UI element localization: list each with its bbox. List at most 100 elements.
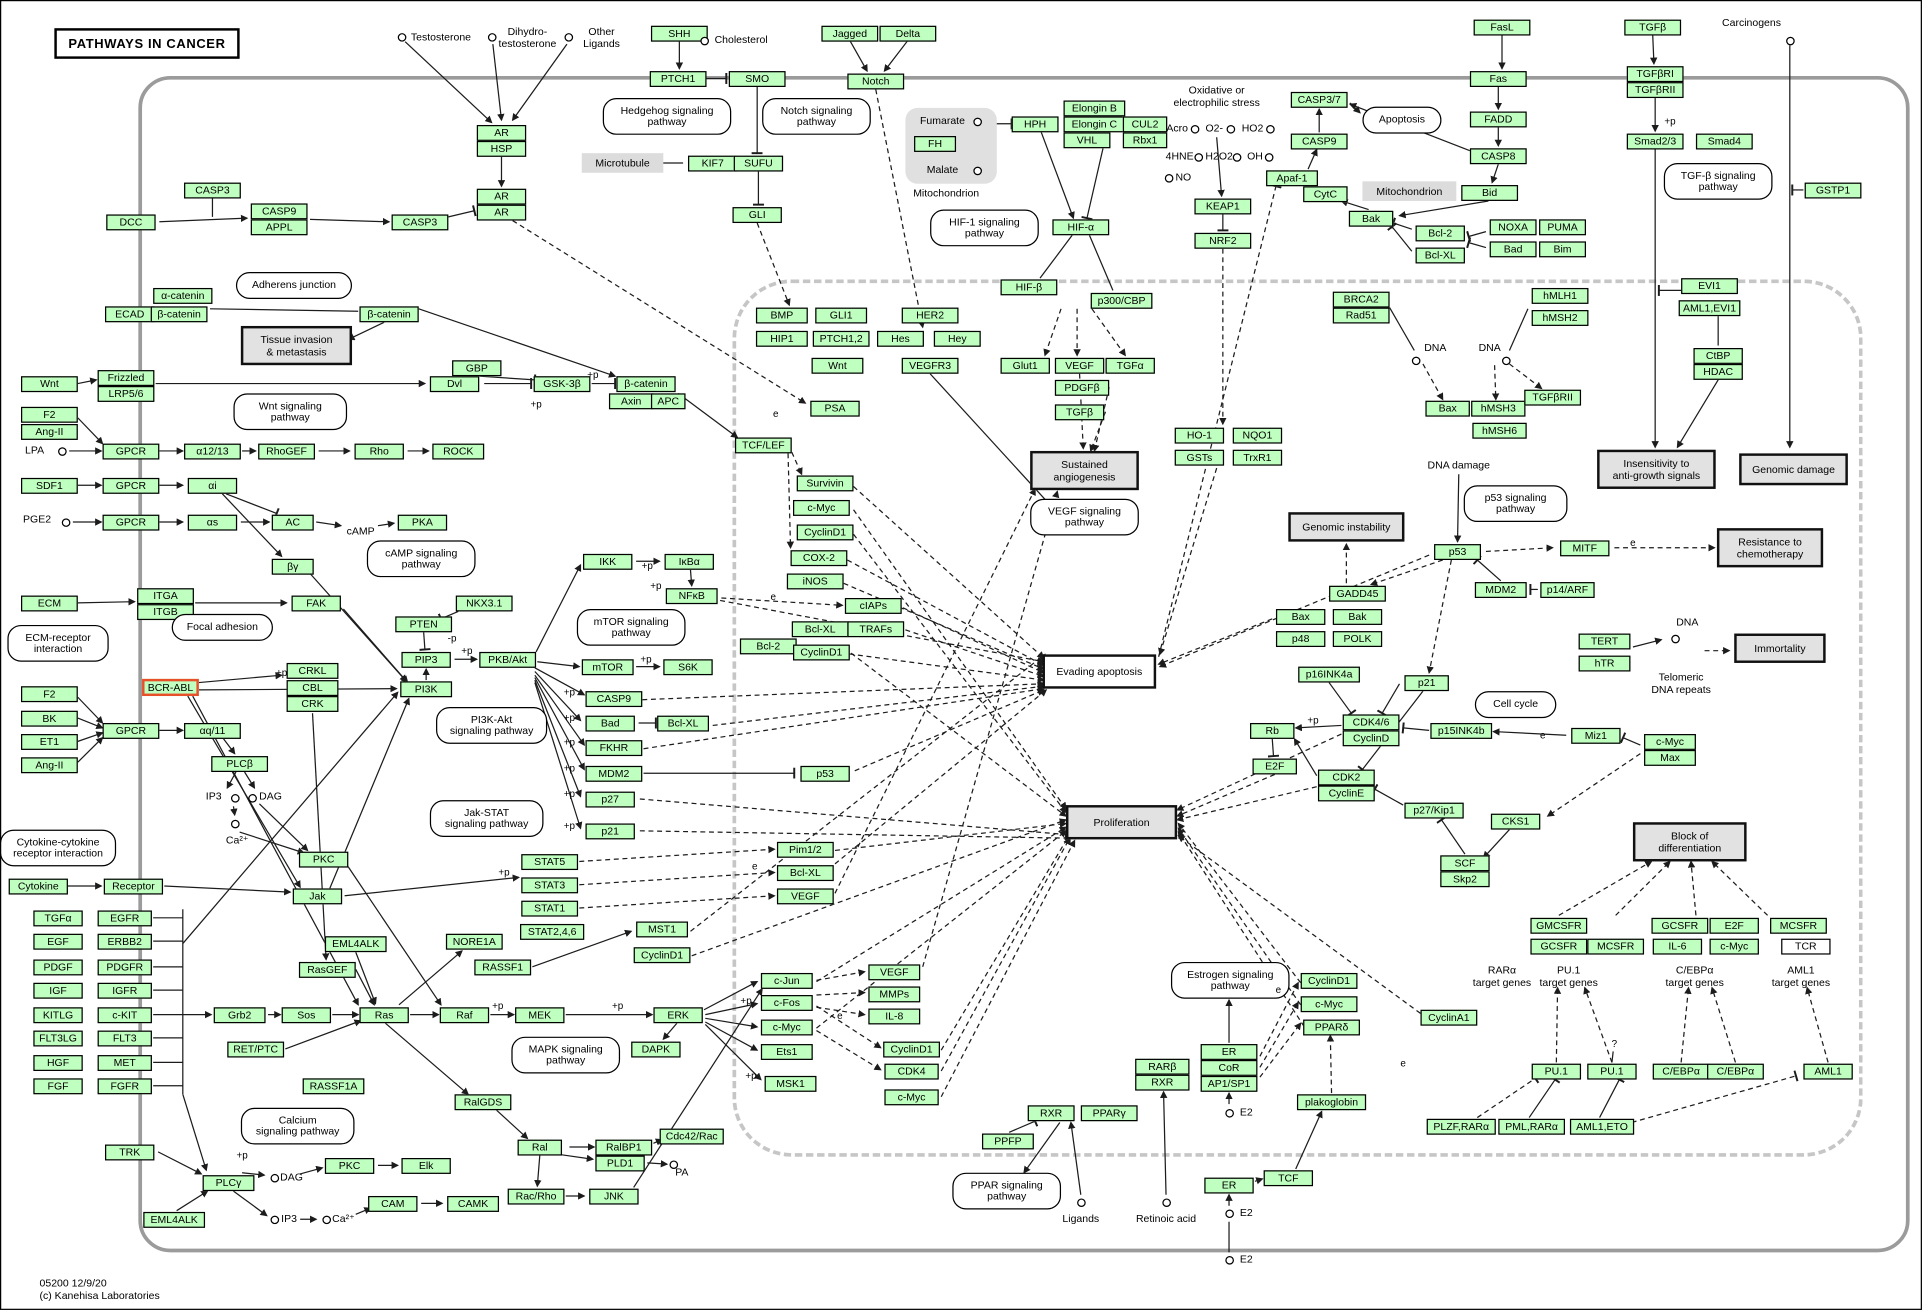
hallmark-resistance-to-chemotherapy[interactable]: Resistance to chemotherapy: [1716, 528, 1824, 568]
gene-mdm2[interactable]: MDM2: [585, 765, 643, 782]
gene-er[interactable]: ER: [1200, 1043, 1258, 1060]
gene-p53[interactable]: p53: [1434, 543, 1482, 560]
gene-s6k[interactable]: S6K: [663, 658, 713, 675]
gene-polk[interactable]: POLK: [1332, 630, 1383, 647]
gene-kitlg[interactable]: KITLG: [33, 1006, 83, 1023]
pathway-link-calcium-signaling-pathway[interactable]: Calcium signaling pathway: [240, 1107, 355, 1145]
gene-psa[interactable]: PSA: [810, 400, 860, 417]
pathway-link-hedgehog-signaling-pathway[interactable]: Hedgehog signaling pathway: [602, 98, 732, 135]
gene-gstp1[interactable]: GSTP1: [1804, 181, 1862, 198]
gene-p16ink4a[interactable]: p16INK4a: [1298, 666, 1360, 682]
gene-bk[interactable]: BK: [20, 710, 78, 727]
gene-ppard[interactable]: PPARδ: [1303, 1018, 1360, 1035]
gene-hph[interactable]: HPH: [1011, 115, 1059, 132]
gene-ikk[interactable]: IKK: [583, 553, 633, 570]
gene-glut1[interactable]: Glut1: [1000, 357, 1050, 374]
gene-cyclind1[interactable]: CyclinD1: [633, 946, 691, 963]
gene-fak[interactable]: FAK: [291, 594, 341, 611]
gene-sufu[interactable]: SUFU: [733, 155, 784, 171]
gene-highlight-bcr-abl[interactable]: BCR-ABL: [142, 678, 199, 697]
gene-bid[interactable]: Bid: [1461, 184, 1519, 201]
gene-fasl[interactable]: FasL: [1473, 18, 1531, 35]
gene-er[interactable]: ER: [1204, 1176, 1254, 1193]
gene-igfr[interactable]: IGFR: [97, 982, 152, 999]
gene-p300-cbp[interactable]: p300/CBP: [1090, 292, 1153, 309]
gene-delta[interactable]: Delta: [879, 25, 937, 42]
gene-egfr[interactable]: EGFR: [97, 909, 152, 926]
gene-erbb2[interactable]: ERBB2: [97, 933, 152, 950]
gene-c-jun[interactable]: c-Jun: [760, 972, 813, 989]
gene-smo[interactable]: SMO: [728, 70, 786, 87]
gene-cor[interactable]: CoR: [1200, 1059, 1258, 1076]
gene-survivin[interactable]: Survivin: [796, 474, 854, 491]
gene-stat2-4-6[interactable]: STAT2,4,6: [520, 923, 585, 940]
gene-cytc[interactable]: CytC: [1303, 185, 1348, 202]
pathway-link-cell-cycle[interactable]: Cell cycle: [1474, 691, 1557, 719]
gene-lrp5-6[interactable]: LRP5/6: [97, 385, 155, 402]
gene-cks1[interactable]: CKS1: [1490, 813, 1541, 829]
gene-casp9[interactable]: CASP9: [1290, 132, 1348, 149]
gene-hmsh6[interactable]: hMSH6: [1472, 422, 1527, 439]
gene-nqo1[interactable]: NQO1: [1232, 427, 1283, 443]
gene-vhl[interactable]: VHL: [1063, 131, 1111, 148]
gene-cdk4-6[interactable]: CDK4/6: [1342, 713, 1400, 730]
gene-her2[interactable]: HER2: [901, 306, 959, 323]
gene-pka[interactable]: PKA: [397, 514, 448, 530]
gene-smad2-3[interactable]: Smad2/3: [1626, 132, 1684, 149]
gene-stat3[interactable]: STAT3: [521, 876, 579, 893]
gene-hmsh3[interactable]: hMSH3: [1471, 400, 1526, 417]
gene-eml4alk[interactable]: EML4ALK: [324, 935, 387, 952]
gene-vegf[interactable]: VEGF: [776, 887, 834, 904]
gene-bax[interactable]: Bax: [1275, 608, 1326, 625]
gene-ai[interactable]: αi: [187, 477, 238, 494]
hallmark-proliferation[interactable]: Proliferation: [1065, 805, 1178, 840]
gene-p48[interactable]: p48: [1275, 630, 1326, 647]
pathway-link-estrogen-signaling-pathway[interactable]: Estrogen signaling pathway: [1170, 961, 1290, 999]
gene-gpcr[interactable]: GPCR: [102, 722, 160, 739]
gene-apaf-1[interactable]: Apaf-1: [1266, 169, 1318, 186]
gene-cytokine[interactable]: Cytokine: [8, 877, 68, 894]
gene-dvl[interactable]: Dvl: [429, 375, 480, 392]
gene-aml1-eto[interactable]: AML1,ETO: [1569, 1118, 1635, 1135]
gene-nrf2[interactable]: NRF2: [1194, 232, 1252, 249]
hallmark-block-of-differentiation[interactable]: Block of differentiation: [1632, 822, 1747, 862]
gene-tgfa[interactable]: TGFα: [1105, 357, 1155, 374]
gene-pkb-akt[interactable]: PKB/Akt: [479, 651, 537, 668]
gene-as[interactable]: αs: [187, 514, 238, 530]
gene-c-myc[interactable]: c-Myc: [1644, 733, 1696, 750]
gene-tgfb[interactable]: TGFβ: [1624, 18, 1682, 35]
gene-hip1[interactable]: HIP1: [755, 330, 808, 347]
gene-plcb[interactable]: PLCβ: [211, 755, 269, 772]
gene-ecm[interactable]: ECM: [20, 594, 78, 611]
gene-mcsfr[interactable]: MCSFR: [1770, 917, 1827, 934]
gene-cdk2[interactable]: CDK2: [1317, 768, 1375, 785]
gene-max[interactable]: Max: [1644, 749, 1696, 766]
pathway-link-p53-signaling-pathway[interactable]: p53 signaling pathway: [1463, 485, 1568, 523]
gene-gli1[interactable]: GLI1: [815, 306, 868, 323]
gene-c-myc[interactable]: c-Myc: [1709, 938, 1759, 954]
gene-pdgfb[interactable]: PDGFβ: [1054, 379, 1110, 396]
gene-rbx1[interactable]: Rbx1: [1122, 131, 1168, 148]
gene-inos[interactable]: iNOS: [786, 572, 844, 589]
gene-rad51[interactable]: Rad51: [1332, 306, 1390, 323]
hallmark-evading-apoptosis[interactable]: Evading apoptosis: [1042, 654, 1157, 689]
hallmark-sustained-angiogenesis[interactable]: Sustained angiogenesis: [1030, 450, 1139, 491]
gene-elongin-c[interactable]: Elongin C: [1063, 115, 1126, 132]
gene-gbp[interactable]: GBP: [452, 359, 502, 376]
gene-shh[interactable]: SHH: [650, 25, 708, 42]
gene-plakoglobin[interactable]: plakoglobin: [1296, 1093, 1367, 1110]
gene-hey[interactable]: Hey: [933, 330, 981, 347]
gene-trxr1[interactable]: TrxR1: [1232, 449, 1283, 466]
gene-ptch1[interactable]: PTCH1: [649, 70, 707, 87]
gene-rassf1[interactable]: RASSF1: [474, 958, 532, 975]
gene-gsts[interactable]: GSTs: [1174, 449, 1225, 466]
gene-casp3[interactable]: CASP3: [184, 181, 241, 198]
gene-fh[interactable]: FH: [914, 135, 957, 152]
gene-casp8[interactable]: CASP8: [1469, 147, 1527, 164]
gene-tgfa[interactable]: TGFα: [33, 909, 83, 926]
gene-pparg[interactable]: PPARγ: [1080, 1104, 1138, 1121]
gene-ralgds[interactable]: RalGDS: [454, 1093, 512, 1110]
gene-gcsfr[interactable]: GCSFR: [1651, 917, 1709, 934]
gene-ret-ptc[interactable]: RET/PTC: [227, 1040, 285, 1057]
hallmark-insensitivity-to-anti-growth-signals[interactable]: Insensitivity to anti-growth signals: [1597, 449, 1716, 489]
